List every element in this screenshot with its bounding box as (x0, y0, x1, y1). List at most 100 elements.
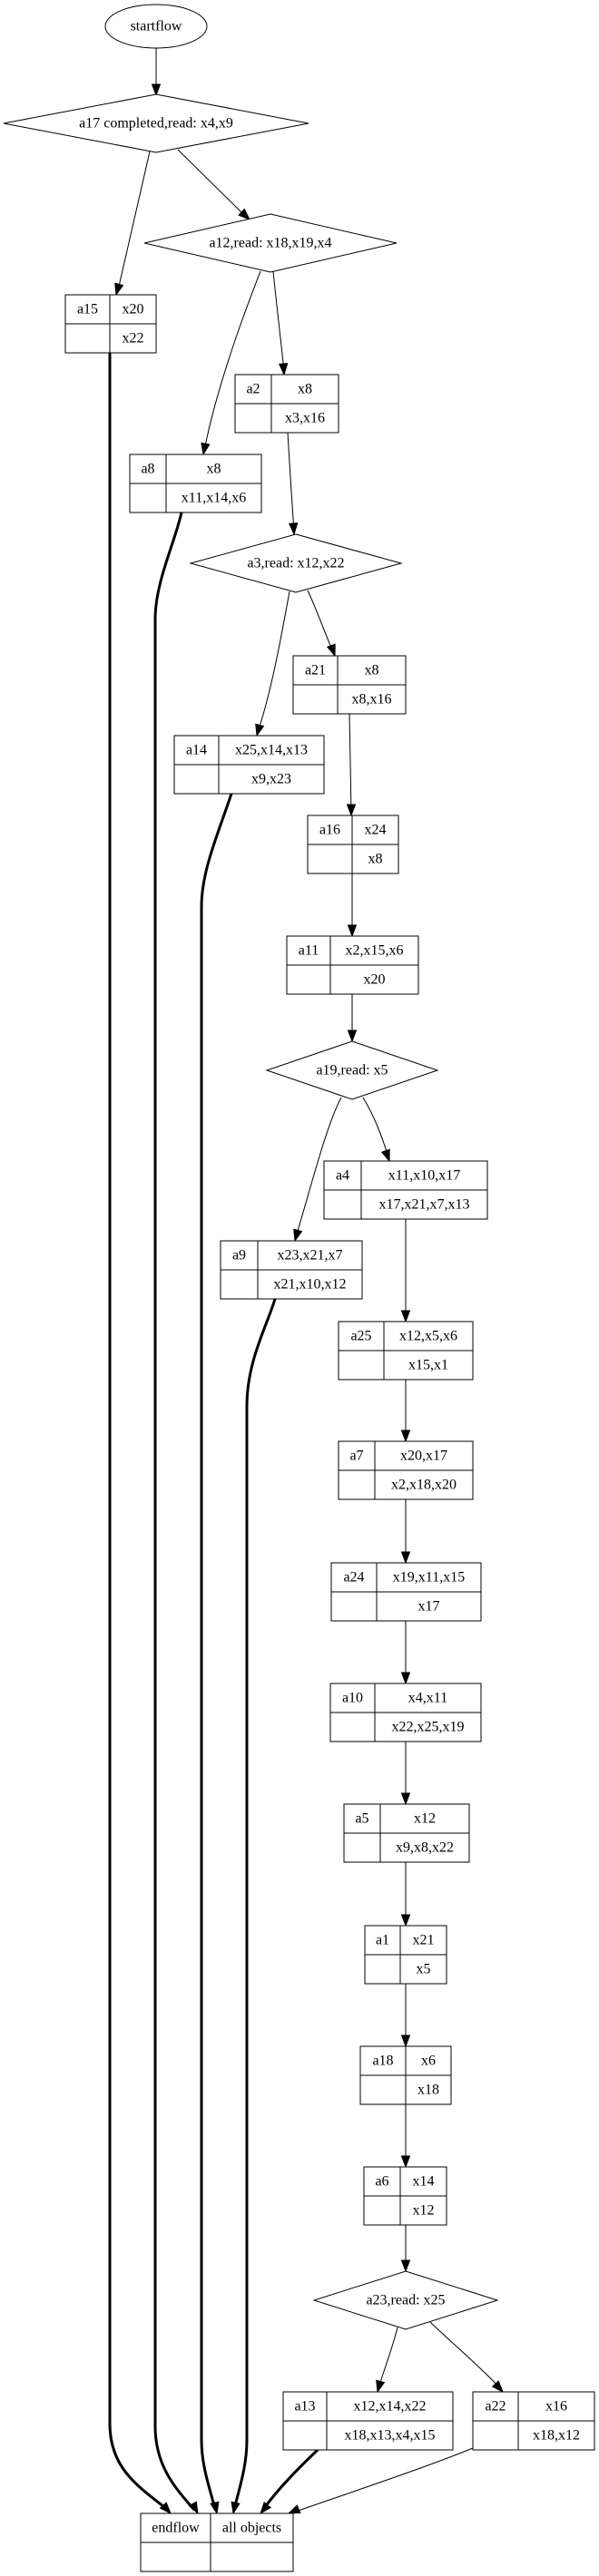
decision-node-a23[interactable]: a23,read: x25 (312, 2270, 499, 2330)
record-writes: x21,x10,x12 (274, 1277, 347, 1293)
edge-line (108, 353, 169, 2512)
arrowhead-icon (114, 282, 124, 297)
edge-line (429, 2321, 501, 2389)
edge-line (307, 590, 334, 653)
activity-node-a10[interactable]: a10 x4,x11 x22,x25,x19 (329, 1683, 482, 1742)
edge-a19-to-a4 (362, 1097, 390, 1163)
arrowhead-icon (400, 1429, 411, 1443)
edge-line (272, 270, 285, 372)
arrowhead-icon (347, 924, 358, 938)
edge-a21-to-a16 (346, 713, 357, 817)
edge-a24-to-a10 (400, 1621, 411, 1685)
record-reads: x4,x11 (408, 1691, 447, 1706)
record-writes: x22,x25,x19 (392, 1720, 465, 1735)
record-writes: x20 (364, 972, 386, 988)
arrowhead-icon (278, 363, 289, 376)
edge-line (349, 713, 352, 813)
arrowhead-icon (260, 2502, 271, 2515)
record-writes: x9,x23 (251, 772, 291, 787)
arrowhead-icon (287, 2504, 301, 2514)
arrowhead-icon (346, 804, 357, 817)
decision-label: a19,read: x5 (316, 1063, 388, 1078)
edge-a12-to-a8 (201, 270, 261, 456)
start-label: startflow (131, 19, 182, 34)
record-name: a7 (349, 1449, 363, 1464)
arrowhead-icon (380, 1148, 390, 1163)
record-name: a21 (305, 663, 326, 678)
arrowhead-icon (376, 2379, 386, 2394)
edge-a6-to-a23 (400, 2225, 411, 2273)
record-name: a18 (372, 2054, 393, 2069)
arrowhead-icon (400, 1551, 411, 1565)
decision-label: a23,read: x25 (366, 2293, 445, 2308)
arrowhead-icon (326, 643, 336, 658)
record-reads: x2,x15,x6 (346, 943, 404, 959)
edge-a16-to-a11 (347, 873, 358, 938)
arrowhead-icon (400, 1310, 411, 1323)
record-reads: x12,x14,x22 (354, 2399, 427, 2415)
arrowhead-icon (293, 1228, 303, 1243)
edge-a9-to-endflow (231, 1298, 277, 2515)
decision-diamond (312, 2270, 499, 2330)
end-node[interactable]: endflow all objects (140, 2513, 294, 2572)
record-reads: x21 (413, 1933, 435, 1948)
decision-label: a3,read: x12,x22 (247, 556, 344, 571)
edge-a4-to-a25 (400, 1219, 411, 1323)
edge-a11-to-a19 (347, 994, 358, 1043)
record-name: a10 (342, 1691, 363, 1706)
record-name: a1 (376, 1933, 389, 1948)
record-name: a8 (141, 462, 154, 477)
arrowhead-icon (238, 208, 251, 220)
record-writes: x15,x1 (408, 1358, 448, 1373)
record-writes: x18,x13,x4,x15 (345, 2428, 436, 2444)
arrowhead-icon (400, 1914, 411, 1927)
edge-a18-to-a6 (400, 2104, 411, 2169)
record-name: a4 (336, 1168, 349, 1184)
decision-node-a17[interactable]: a17 completed,read: x4,x9 (3, 93, 309, 153)
record-reads: x16 (545, 2399, 567, 2415)
edge-line (290, 2447, 474, 2514)
record-name: a14 (186, 743, 207, 758)
decision-node-a3[interactable]: a3,read: x12,x22 (189, 533, 403, 593)
decision-node-a19[interactable]: a19,read: x5 (265, 1040, 439, 1100)
decision-diamond (189, 533, 403, 593)
edge-line (257, 590, 290, 733)
record-reads: x24 (365, 823, 387, 838)
record-writes: x17,x21,x7,x13 (379, 1197, 470, 1213)
record-name: a24 (343, 1570, 364, 1586)
record-name: a13 (294, 2399, 315, 2415)
arrowhead-icon (151, 83, 162, 97)
edge-line (295, 1097, 342, 1238)
record-reads: all objects (222, 2521, 281, 2536)
arrowhead-icon (347, 1029, 358, 1043)
edge-line (287, 432, 295, 532)
edge-line (117, 151, 151, 291)
record-writes: x12 (413, 2203, 435, 2219)
activity-node-a13[interactable]: a13 x12,x14,x22 x18,x13,x4,x15 (282, 2391, 454, 2451)
record-name: endflow (152, 2521, 200, 2536)
decision-diamond (265, 1040, 439, 1100)
edge-a23-to-a22 (429, 2321, 504, 2394)
edge-a19-to-a9 (293, 1097, 342, 1243)
record-name: a16 (319, 823, 340, 838)
edge-a5-to-a1 (400, 1862, 411, 1927)
decision-node-a12[interactable]: a12,read: x18,x19,x4 (143, 213, 398, 273)
start-node[interactable]: startflow (104, 4, 208, 49)
